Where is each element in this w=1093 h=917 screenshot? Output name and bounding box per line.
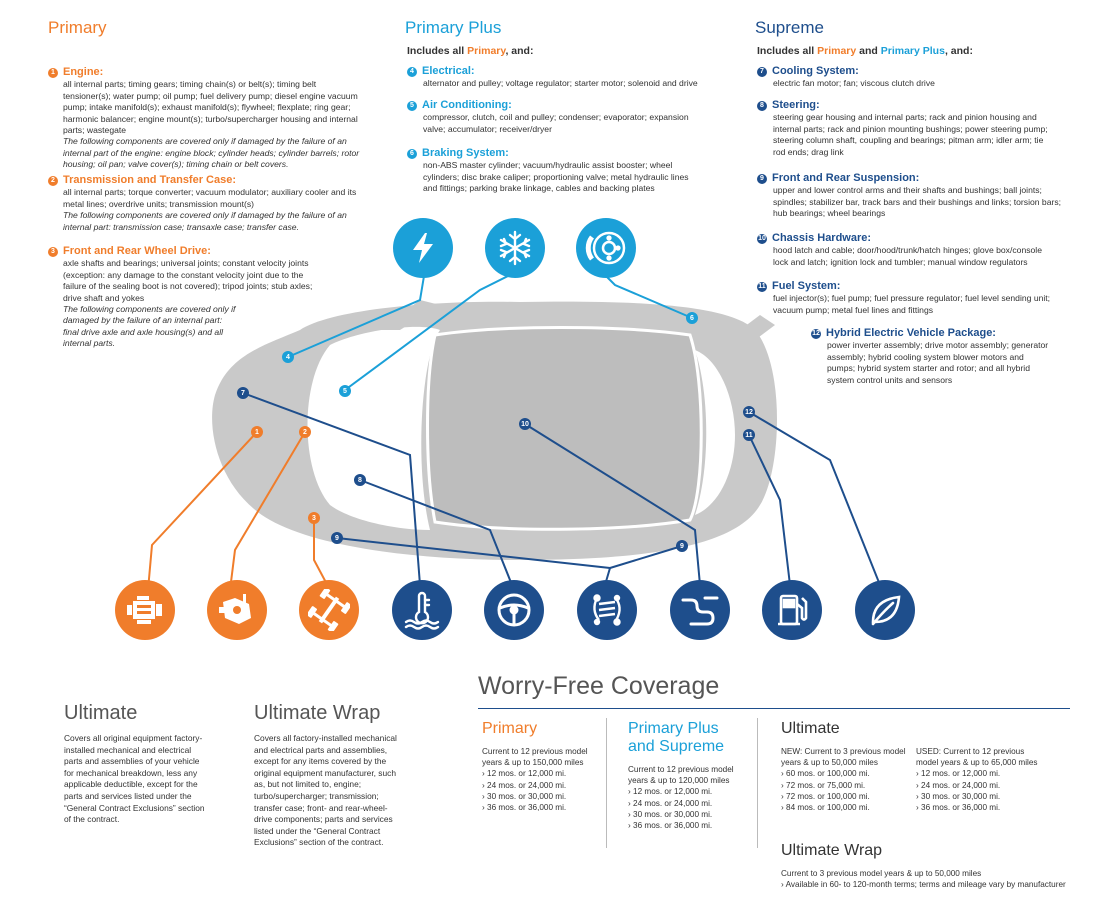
callout-dot-10: 10: [519, 418, 531, 430]
engine-icon: [115, 580, 175, 640]
brake-disc-icon: [576, 218, 636, 278]
coolant-temperature-icon: [392, 580, 452, 640]
coverage-ultimate: Ultimate NEW: Current to 3 previous mode…: [781, 720, 1071, 813]
coverage-title: Worry-Free Coverage: [478, 672, 720, 700]
ultimate-used-terms: USED: Current to 12 previous model years…: [916, 746, 1046, 813]
supreme-heading: Supreme: [755, 18, 824, 37]
coverage-divider-2: [757, 718, 758, 848]
callout-dot-9b: 9: [676, 540, 688, 552]
hybrid-leaf-icon: [855, 580, 915, 640]
callout-dot-7: 7: [237, 387, 249, 399]
coverage-primary: Primary Current to 12 previous model yea…: [482, 720, 597, 813]
ultimate-heading: Ultimate: [64, 702, 138, 724]
chassis-hardware-icon: [670, 580, 730, 640]
callout-dot-8: 8: [354, 474, 366, 486]
ultimate-wrap-heading: Ultimate Wrap: [254, 702, 381, 724]
wheel-drive-icon: [299, 580, 359, 640]
snowflake-icon: [485, 218, 545, 278]
fuel-pump-icon: [762, 580, 822, 640]
car-glass-front: [307, 326, 440, 530]
coverage-primary-plus-supreme: Primary Plus and Supreme Current to 12 p…: [628, 720, 746, 831]
lightning-bolt-icon: [393, 218, 453, 278]
callout-dot-4: 4: [282, 351, 294, 363]
callout-dot-5: 5: [339, 385, 351, 397]
primary-plus-heading: Primary Plus: [405, 18, 502, 37]
supreme-includes: Includes all Primary and Primary Plus, a…: [757, 45, 973, 57]
coverage-divider-1: [606, 718, 607, 848]
primary-plus-includes: Includes all Primary, and:: [407, 45, 534, 57]
ultimate-new-terms: NEW: Current to 3 previous model years &…: [781, 746, 906, 813]
callout-dot-12: 12: [743, 406, 755, 418]
ultimate-description: Covers all original equipment factory-in…: [64, 733, 205, 825]
primary-heading: Primary: [48, 18, 107, 37]
callout-dot-3: 3: [308, 512, 320, 524]
transmission-icon: [207, 580, 267, 640]
callout-dot-11: 11: [743, 429, 755, 441]
callout-dot-1: 1: [251, 426, 263, 438]
car-roof: [426, 326, 703, 531]
callout-dot-6: 6: [686, 312, 698, 324]
suspension-icon: [577, 580, 637, 640]
steering-wheel-icon: [484, 580, 544, 640]
callout-dot-9a: 9: [331, 532, 343, 544]
car-glass-rear: [695, 350, 735, 515]
callout-dot-2: 2: [299, 426, 311, 438]
coverage-ultimate-wrap: Ultimate Wrap Current to 3 previous mode…: [781, 842, 1081, 890]
ultimate-wrap-description: Covers all factory-installed mechanical …: [254, 733, 397, 848]
coverage-rule: [478, 708, 1070, 709]
